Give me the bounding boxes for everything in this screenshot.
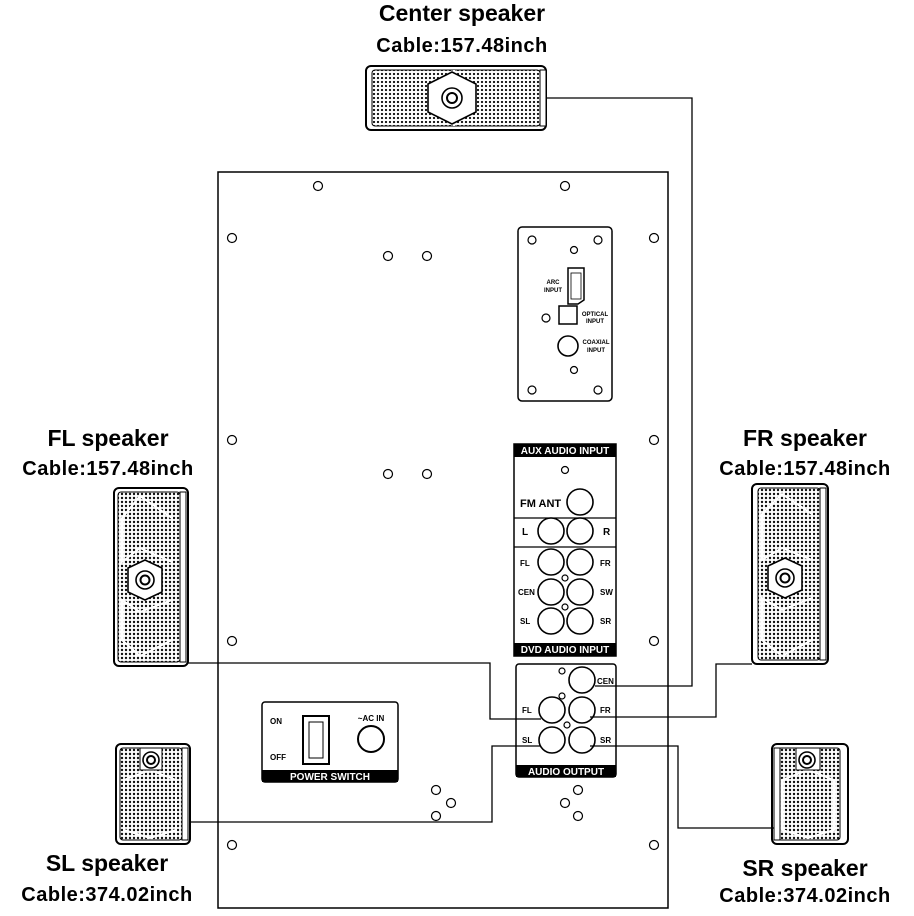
dvd-sr-label: SR [600, 617, 611, 626]
screw-hole [572, 810, 584, 822]
dvd-fr-jack[interactable] [566, 548, 594, 576]
sl-cable [190, 745, 541, 823]
screw-hole [226, 232, 238, 244]
out-sr-label: SR [600, 736, 611, 745]
center-speaker [365, 65, 547, 131]
dvd-sl-jack[interactable] [537, 607, 565, 635]
out-fl-jack[interactable] [538, 696, 566, 724]
fr-speaker [751, 483, 829, 665]
power-off-label: OFF [270, 753, 286, 762]
screw-hole [430, 784, 442, 796]
screw-hole [648, 434, 660, 446]
out-sr-jack[interactable] [568, 726, 596, 754]
fl-cable-label: Cable:157.48inch [22, 458, 193, 480]
arc-label-line1: ARC [547, 280, 561, 286]
power-panel: ON OFF ~AC IN POWER SWITCH [261, 701, 399, 783]
screw-hole [648, 839, 660, 851]
out-cen-label: CEN [597, 677, 614, 686]
fm-ant-label: FM ANT [520, 498, 561, 510]
center-cable-label: Cable:157.48inch [376, 35, 547, 57]
aux-audio-input-header: AUX AUDIO INPUT [521, 446, 610, 457]
screw-hole [648, 635, 660, 647]
out-fr-label: FR [600, 706, 611, 715]
aux-dvd-input-panel: AUX AUDIO INPUT FM ANT L R FL FR CEN SW … [513, 443, 617, 657]
screw-hole [572, 784, 584, 796]
screw-hole [421, 468, 433, 480]
screw-hole [312, 180, 324, 192]
audio-output-footer: AUDIO OUTPUT [528, 767, 604, 778]
center-speaker-title: Center speaker [379, 0, 545, 26]
arc-label-line2: INPUT [544, 288, 562, 294]
screw-hole [226, 635, 238, 647]
out-fl-label: FL [522, 706, 532, 715]
ac-in-socket[interactable] [357, 725, 385, 753]
dvd-cen-jack[interactable] [537, 578, 565, 606]
dvd-sl-label: SL [520, 617, 530, 626]
ac-in-label: ~AC IN [358, 714, 385, 723]
screw-hole [382, 468, 394, 480]
coaxial-label-line2: INPUT [587, 348, 605, 354]
fr-cable [590, 663, 752, 718]
sl-cable-label: Cable:374.02inch [21, 884, 192, 906]
sr-cable-label: Cable:374.02inch [719, 885, 890, 907]
coaxial-input-port[interactable] [557, 335, 579, 357]
screw-hole [559, 797, 571, 809]
optical-label-line2: INPUT [586, 319, 604, 325]
screw-hole [226, 839, 238, 851]
power-on-label: ON [270, 717, 282, 726]
screw-hole [648, 232, 660, 244]
out-sl-jack[interactable] [538, 726, 566, 754]
dvd-sr-jack[interactable] [566, 607, 594, 635]
optical-label-line1: OPTICAL [582, 312, 609, 318]
dvd-fr-label: FR [600, 559, 611, 568]
fr-speaker-title: FR speaker [743, 425, 867, 451]
power-switch-footer: POWER SWITCH [290, 772, 370, 783]
fm-ant-port[interactable] [566, 488, 594, 516]
out-fr-jack[interactable] [568, 696, 596, 724]
dvd-sw-label: SW [600, 588, 613, 597]
digital-input-panel: ARC INPUT OPTICAL INPUT COAXIAL INPUT [517, 226, 613, 402]
dvd-sw-jack[interactable] [566, 578, 594, 606]
sr-speaker-title: SR speaker [742, 855, 867, 881]
screw-hole [226, 434, 238, 446]
audio-output-panel: CEN FL FR SL SR AUDIO OUTPUT [515, 663, 617, 778]
dvd-audio-input-footer: DVD AUDIO INPUT [521, 645, 610, 656]
speaker-cables [188, 97, 774, 829]
out-cen-jack[interactable] [568, 666, 596, 694]
screw-hole [430, 810, 442, 822]
sr-speaker [771, 743, 849, 845]
coaxial-label-line1: COAXIAL [583, 340, 610, 346]
screw-hole [382, 250, 394, 262]
dvd-fl-jack[interactable] [537, 548, 565, 576]
fl-speaker [113, 487, 189, 667]
screw-hole [421, 250, 433, 262]
aux-r-jack[interactable] [566, 517, 594, 545]
aux-l-jack[interactable] [537, 517, 565, 545]
fl-cable [188, 662, 541, 720]
screw-hole [445, 797, 457, 809]
center-cable [546, 97, 693, 687]
fl-speaker-title: FL speaker [47, 425, 168, 451]
out-sl-label: SL [522, 736, 532, 745]
arc-hdmi-port[interactable] [567, 267, 585, 305]
aux-r-label: R [603, 527, 611, 538]
dvd-cen-label: CEN [518, 588, 535, 597]
optical-input-port[interactable] [558, 305, 578, 325]
aux-l-label: L [522, 527, 528, 538]
fr-cable-label: Cable:157.48inch [719, 458, 890, 480]
sl-speaker-title: SL speaker [46, 850, 168, 876]
sr-cable [590, 745, 774, 829]
sl-speaker [115, 743, 191, 845]
screw-hole [559, 180, 571, 192]
dvd-fl-label: FL [520, 559, 530, 568]
